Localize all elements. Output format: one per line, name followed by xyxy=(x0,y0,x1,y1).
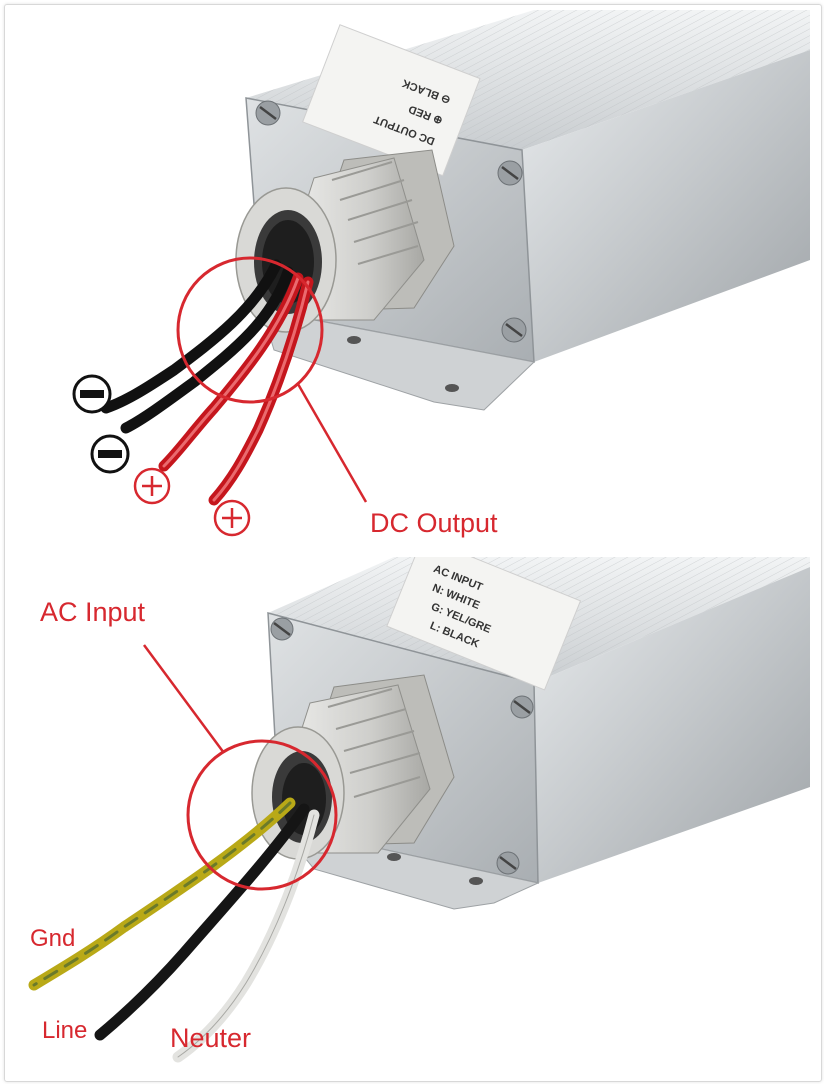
ac-input-photo: AC INPUT N: WHITE G: YEL/GRE L: BLACK AC… xyxy=(14,557,810,1067)
screw-icon xyxy=(255,100,527,343)
gnd-label: Gnd xyxy=(30,925,76,952)
ac-input-highlight-circle xyxy=(186,739,338,891)
dc-output-label: DC Output xyxy=(370,508,498,538)
housing-side-face xyxy=(534,567,810,883)
dc-output-wires xyxy=(100,259,314,506)
screw-icon xyxy=(270,617,534,875)
dc-output-illustration: DC OUTPUT ⊕ RED ⊖ BLACK xyxy=(72,10,810,537)
ac-input-sticker: AC INPUT N: WHITE G: YEL/GRE L: BLACK xyxy=(386,557,582,691)
ac-input-illustration: AC INPUT N: WHITE G: YEL/GRE L: BLACK xyxy=(28,557,810,1063)
neuter-label: Neuter xyxy=(170,1023,252,1053)
ac-input-label: AC Input xyxy=(40,597,146,627)
mounting-flange xyxy=(261,309,536,411)
dc-output-leader-line xyxy=(296,383,368,503)
housing-side-face xyxy=(522,50,810,362)
cable-gland xyxy=(235,149,455,333)
dc-output-sticker: DC OUTPUT ⊕ RED ⊖ BLACK xyxy=(302,24,481,177)
ac-input-wires xyxy=(28,797,320,1063)
plus-icon xyxy=(133,467,171,505)
minus-icon xyxy=(72,374,112,414)
plus-icon xyxy=(213,499,251,537)
minus-icon xyxy=(90,434,130,474)
dc-output-highlight-circle xyxy=(176,256,324,404)
dc-output-photo: DC OUTPUT ⊕ RED ⊖ BLACK xyxy=(14,10,810,542)
cable-gland xyxy=(251,674,455,860)
ac-input-leader-line xyxy=(142,644,226,754)
line-label: Line xyxy=(42,1017,88,1044)
